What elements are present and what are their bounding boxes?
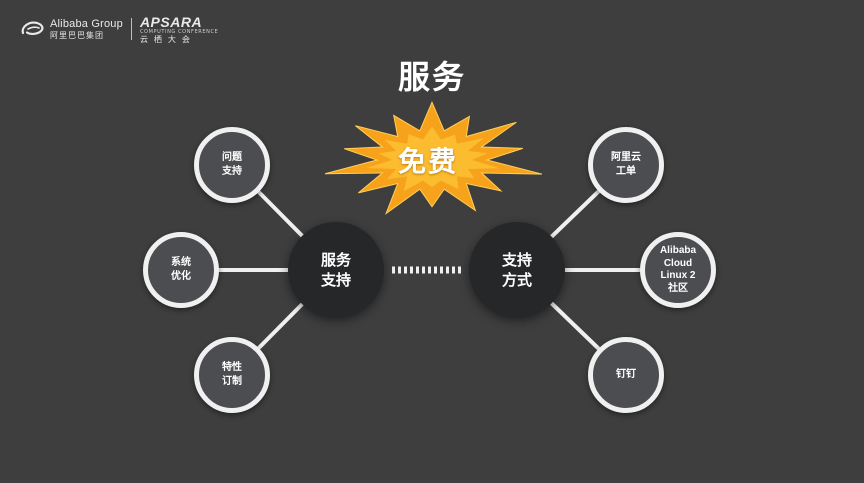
node-dingtalk: 钉钉 <box>588 337 664 413</box>
node-label: 特性 订制 <box>222 362 242 387</box>
header-logos: Alibaba Group 阿里巴巴集团 APSARA COMPUTING CO… <box>20 14 218 44</box>
node-alibaba-cloud-linux-community: Alibaba Cloud Linux 2 社区 <box>640 232 716 308</box>
apsara-logo: APSARA COMPUTING CONFERENCE 云栖大会 <box>140 15 218 44</box>
slide-title: 服务 <box>397 58 466 96</box>
apsara-name-en: APSARA <box>139 13 203 30</box>
node-issue-support: 问题 支持 <box>194 127 270 203</box>
hub-service-support: 服务 支持 <box>288 222 384 318</box>
node-aliyun-ticket: 阿里云 工单 <box>588 127 664 203</box>
apsara-subtitle: COMPUTING CONFERENCE <box>139 28 219 35</box>
logo-divider <box>130 18 132 40</box>
node-label: 阿里云 工单 <box>611 152 641 177</box>
alibaba-logo-text: Alibaba Group 阿里巴巴集团 <box>50 17 123 40</box>
node-label: 问题 支持 <box>222 152 242 177</box>
hub-label: 支持 方式 <box>501 251 532 289</box>
hub-label: 服务 支持 <box>320 251 351 289</box>
hub-support-method: 支持 方式 <box>469 222 565 318</box>
node-label: Alibaba Cloud Linux 2 社区 <box>659 245 697 294</box>
alibaba-name-cn: 阿里巴巴集团 <box>50 30 104 40</box>
node-system-optimization: 系统 优化 <box>143 232 219 308</box>
burst-shape <box>324 101 543 215</box>
apsara-name-cn: 云栖大会 <box>139 34 196 44</box>
node-label: 系统 优化 <box>171 257 191 282</box>
free-badge-label: 免费 <box>397 145 458 178</box>
node-feature-customization: 特性 订制 <box>194 337 270 413</box>
node-label: 钉钉 <box>616 369 636 380</box>
alibaba-name-en: Alibaba Group <box>50 17 123 30</box>
alibaba-logo-icon <box>20 18 46 40</box>
